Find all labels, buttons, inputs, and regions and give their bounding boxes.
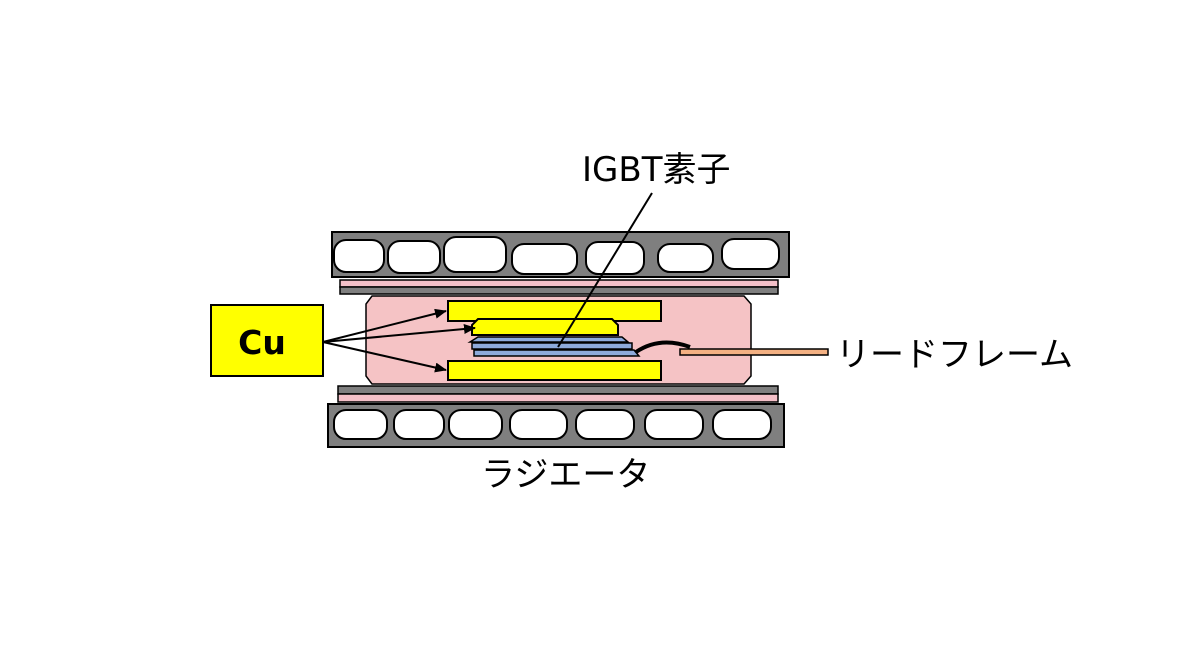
top-radiator-channel <box>333 239 385 273</box>
cu-arrow-upper <box>322 308 447 343</box>
top-radiator-channel <box>721 238 780 270</box>
igbt-chip-layer <box>473 349 641 357</box>
top-radiator-channel <box>387 240 441 274</box>
bottom-radiator-channel <box>575 409 635 440</box>
lower-copper-plate <box>447 360 662 381</box>
top-radiator-channel <box>657 243 714 273</box>
top-insulator-base <box>339 286 779 295</box>
bottom-radiator-channel <box>448 409 503 440</box>
bottom-radiator-channel <box>333 409 388 440</box>
cu-arrow-middle <box>322 324 476 343</box>
radiator-label: ラジエータ <box>481 455 650 495</box>
igbt-chip <box>467 336 641 357</box>
top-radiator-channel <box>585 241 645 275</box>
igbt-chip-layer <box>467 336 631 343</box>
igbt-leader-line <box>557 192 653 348</box>
bottom-insulator <box>337 385 779 403</box>
bottom-radiator-channel <box>393 409 445 440</box>
lead-frame <box>679 348 829 356</box>
bottom-radiator-channel <box>712 409 772 440</box>
cu-label-box <box>210 304 324 377</box>
igbt-chip-layer <box>471 342 633 350</box>
bottom-radiator <box>327 403 785 448</box>
cu-label: Cu <box>238 323 286 362</box>
top-insulator <box>339 279 779 295</box>
top-radiator-channel <box>511 243 578 275</box>
bottom-insulator-base <box>337 385 779 395</box>
lead-frame-label: リードフレーム <box>836 335 1073 375</box>
bottom-radiator-channel <box>509 409 568 440</box>
bottom-radiator-channel <box>644 409 704 440</box>
cu-arrow-lower <box>322 341 447 373</box>
middle-copper-block <box>471 318 619 336</box>
bonding-wire <box>634 340 691 354</box>
top-radiator <box>331 231 790 278</box>
top-radiator-channel <box>443 236 507 273</box>
top-insulator-layer <box>339 279 779 288</box>
bottom-insulator-layer <box>337 393 779 403</box>
igbt-label: IGBT素子 <box>582 150 730 190</box>
